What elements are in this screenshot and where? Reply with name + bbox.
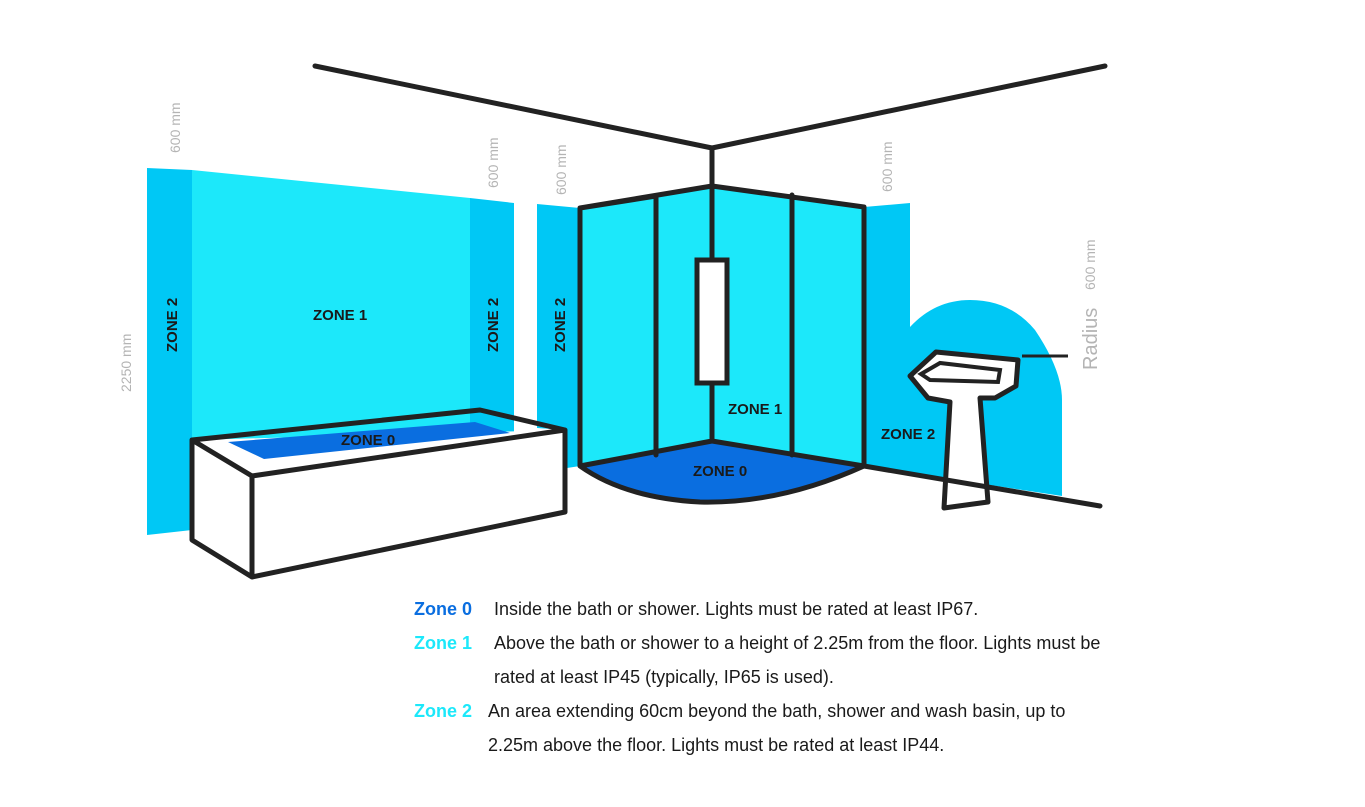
basin-bowl	[917, 360, 1003, 385]
zone-0-bath-water	[228, 422, 510, 459]
shower-head	[694, 257, 730, 386]
floor-line	[861, 463, 1103, 509]
zone-2-middle-label: ZONE 2	[485, 298, 502, 352]
bath-outline	[189, 407, 568, 580]
width-shower-left-dimension-label: 600 mm	[553, 144, 569, 195]
zone-2-right-wall-area	[864, 203, 1062, 496]
width-middle-dimension-label: 600 mm	[485, 137, 501, 188]
legend-text-zone-2: An area extending 60cm beyond the bath, …	[488, 701, 1066, 755]
shower-frame	[577, 183, 867, 505]
width-shower-right-dimension-label: 600 mm	[879, 141, 895, 192]
zone-0-bath-label: ZONE 0	[341, 432, 395, 449]
zone-2-shower-left-area	[537, 204, 580, 468]
legend-key-zone-2: Zone 2	[414, 701, 473, 721]
legend-key-zone-0: Zone 0	[414, 599, 473, 619]
zone-1-shower-label: ZONE 1	[728, 401, 782, 418]
legend-row-zone-1: Zone 1 Above the bath or shower to a hei…	[414, 626, 1174, 694]
width-left-dimension-label: 600 mm	[167, 102, 183, 153]
bathroom-zones-diagram: ZONE 2 ZONE 1 ZONE 2 ZONE 2 ZONE 1 ZONE …	[118, 63, 1108, 580]
zone-2-left-wall-area	[147, 168, 192, 535]
wash-basin	[907, 349, 1021, 511]
zone-2-left-label: ZONE 2	[164, 298, 181, 352]
legend-row-zone-2: Zone 2 An area extending 60cm beyond the…	[414, 694, 1174, 762]
radius-word-label: Radius	[1080, 308, 1102, 370]
zone-2-basin-label: ZONE 2	[881, 426, 935, 443]
zone-2-middle-wall-area	[470, 198, 514, 440]
zone-1-wall-area	[192, 170, 470, 440]
bath-front-face	[192, 430, 565, 577]
height-dimension-label: 2250 mm	[118, 334, 134, 392]
radius-value-label: 600 mm	[1082, 239, 1098, 290]
legend-row-zone-0: Zone 0 Inside the bath or shower. Lights…	[414, 592, 1174, 626]
zone-1-wall-label: ZONE 1	[313, 307, 367, 324]
legend-text-zone-1: Above the bath or shower to a height of …	[494, 633, 1101, 687]
zone-legend: Zone 0 Inside the bath or shower. Lights…	[414, 592, 1174, 762]
legend-key-zone-1: Zone 1	[414, 633, 473, 653]
ceiling-lines	[312, 63, 1108, 193]
zone-2-shower-left-label: ZONE 2	[552, 298, 569, 352]
legend-text-zone-0: Inside the bath or shower. Lights must b…	[494, 599, 979, 619]
zone-0-shower-label: ZONE 0	[693, 463, 747, 480]
